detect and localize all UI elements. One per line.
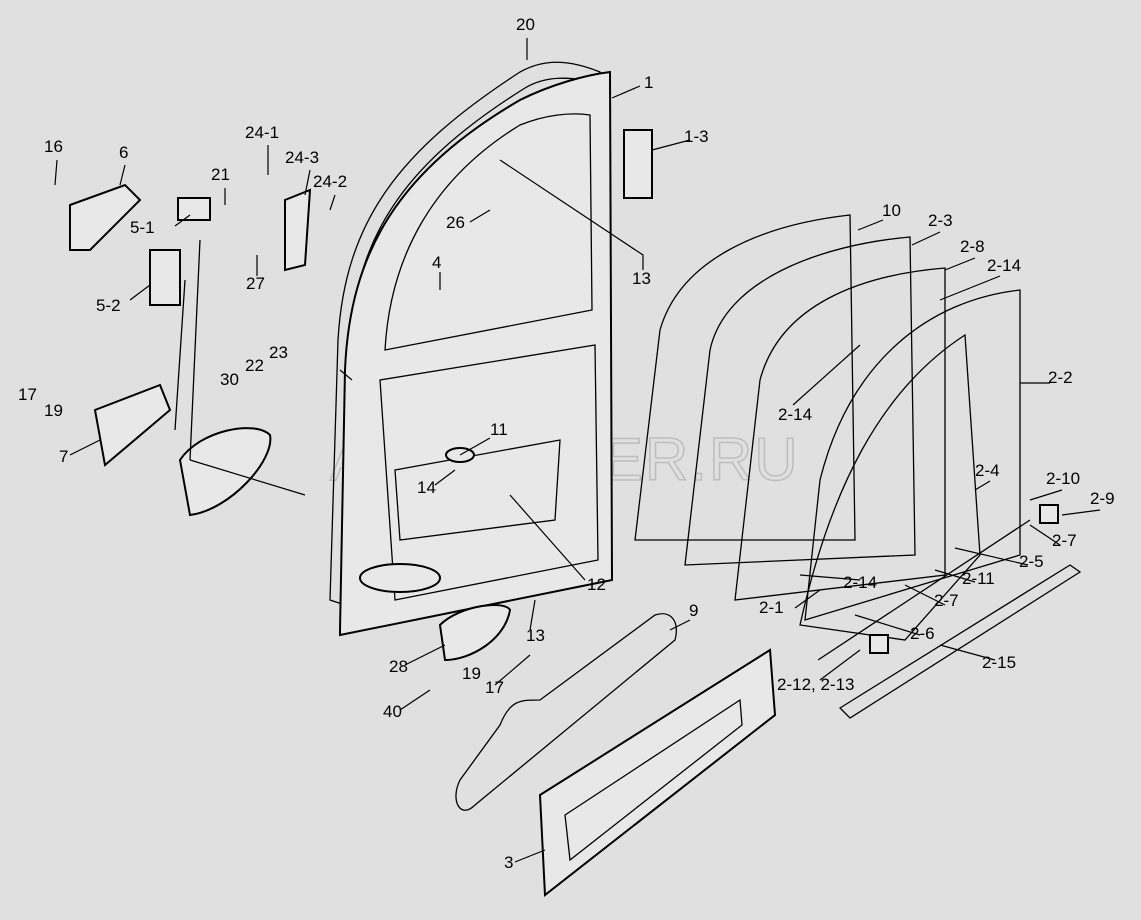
callout-2-7: 2-7: [1052, 531, 1077, 550]
callout-13: 13: [632, 269, 651, 288]
callout-5-1: 5-1: [130, 218, 155, 237]
door-window-opening: [384, 113, 593, 351]
callout-2-2: 2-2: [1048, 368, 1073, 387]
callout-2-6: 2-6: [910, 624, 935, 643]
rod-2-12: [817, 519, 1031, 661]
callout-2-14b: 2-14: [778, 405, 812, 424]
callout-6: 6: [119, 143, 128, 162]
callout-2-1: 2-1: [759, 598, 784, 617]
hinge-1-3: [623, 129, 653, 199]
callout-2-8: 2-8: [960, 237, 985, 256]
callout-19b: 19: [462, 664, 481, 683]
callout-5-2: 5-2: [96, 296, 121, 315]
callout-1: 1: [644, 73, 653, 92]
glass-2-1: [799, 333, 981, 641]
seal-10: [634, 214, 856, 541]
inner-handle-recess: [359, 563, 441, 593]
glass-3: [538, 648, 777, 897]
callout-7: 7: [59, 447, 68, 466]
latch-5-1: [177, 197, 211, 221]
cover-7: [93, 383, 172, 467]
callout-3: 3: [504, 853, 513, 872]
callout-2-9: 2-9: [1090, 489, 1115, 508]
callout-12: 12: [587, 575, 606, 594]
cable-rod: [174, 239, 201, 461]
leader-lines: [54, 38, 1101, 863]
callout-2-14: 2-14: [987, 256, 1021, 275]
callout-17b: 17: [485, 678, 504, 697]
callout-23: 23: [269, 343, 288, 362]
callout-4: 4: [432, 253, 441, 272]
callout-16: 16: [44, 137, 63, 156]
callout-27: 27: [246, 274, 265, 293]
outer-handle: [178, 427, 272, 517]
callout-2-3: 2-3: [928, 211, 953, 230]
callout-2-12-2-13: 2-12, 2-13: [777, 675, 855, 694]
callout-9: 9: [689, 601, 698, 620]
glass-2-2: [804, 289, 1021, 621]
callout-2-5: 2-5: [1019, 552, 1044, 571]
plate-24-3: [284, 188, 312, 272]
door-pocket: [394, 439, 561, 541]
rail-2-15: [838, 564, 1082, 719]
stopper-2-13: [869, 634, 889, 654]
callout-2-7b: 2-7: [934, 591, 959, 610]
callout-30: 30: [220, 370, 239, 389]
glass-3-inner: [564, 698, 743, 862]
callout-2-10: 2-10: [1046, 469, 1080, 488]
handle-28: [438, 604, 512, 662]
callout-2-15: 2-15: [982, 653, 1016, 672]
door-frame-1: [339, 70, 614, 637]
callout-2-11: 2-11: [962, 569, 995, 588]
frame-2-8: [734, 267, 946, 601]
callout-10: 10: [882, 201, 901, 220]
door-lower-panel: [379, 344, 599, 601]
callout-19: 19: [44, 401, 63, 420]
callout-2-14c: 2-14: [843, 573, 877, 592]
callout-17: 17: [18, 385, 37, 404]
callout-24-3: 24-3: [285, 148, 319, 167]
frame-2-3: [684, 236, 916, 566]
callout-2-4: 2-4: [975, 461, 1000, 480]
callout-22: 22: [245, 356, 264, 375]
callout-24-1: 24-1: [245, 123, 279, 142]
callout-26: 26: [446, 213, 465, 232]
seal-9: [455, 613, 677, 811]
callout-1-3: 1-3: [684, 127, 709, 146]
cover-6: [69, 183, 142, 251]
callout-21: 21: [211, 165, 230, 184]
stopper-2-9: [1039, 504, 1059, 524]
callout-28: 28: [389, 657, 408, 676]
callout-40: 40: [383, 702, 402, 721]
callout-13b: 13: [526, 626, 545, 645]
callout-20: 20: [516, 15, 535, 34]
callout-24-2: 24-2: [313, 172, 347, 191]
callout-11: 11: [490, 420, 508, 439]
callout-14: 14: [417, 478, 436, 497]
lock-5-2: [149, 249, 181, 306]
